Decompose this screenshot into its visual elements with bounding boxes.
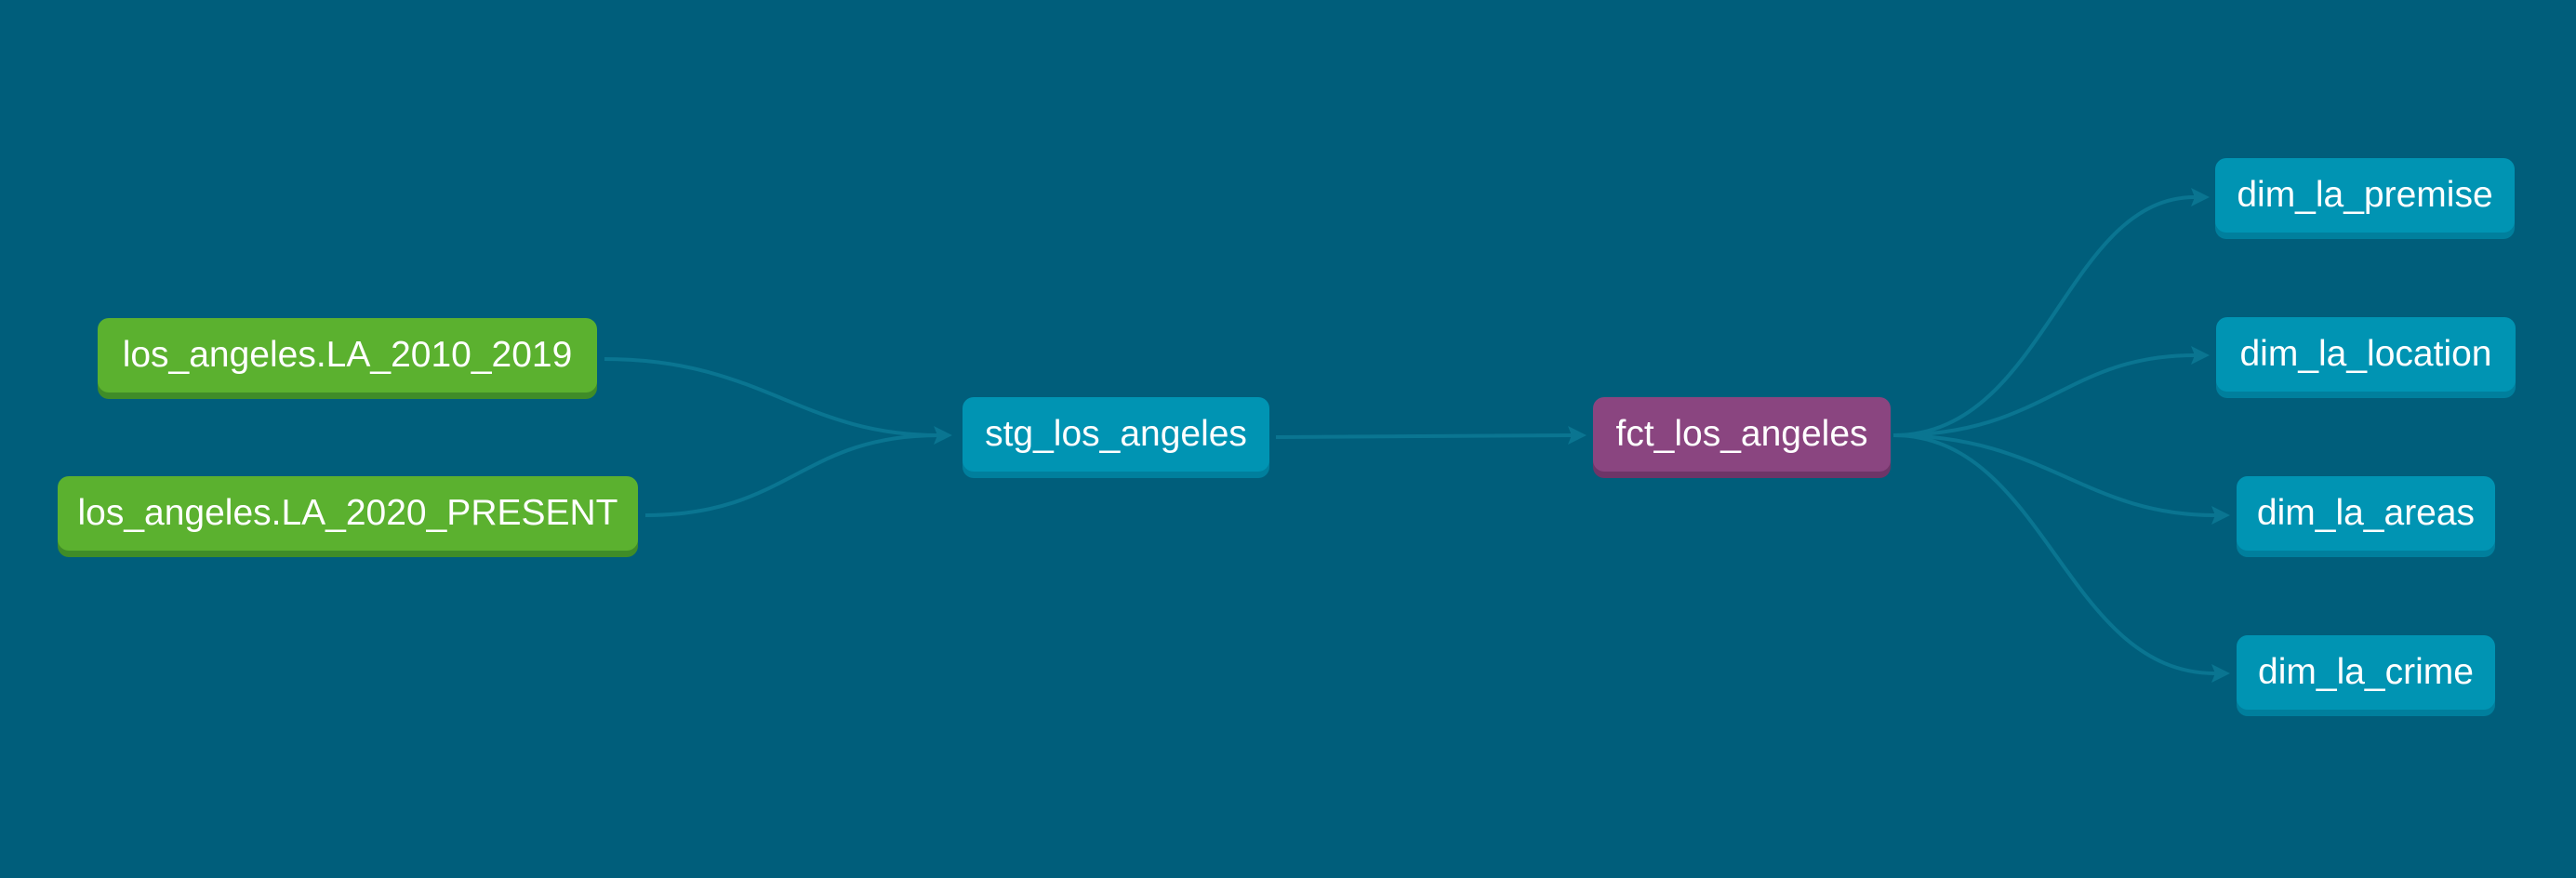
- node-source-la-2010-2019[interactable]: los_angeles.LA_2010_2019: [98, 318, 597, 392]
- node-label: dim_la_premise: [2237, 175, 2493, 215]
- node-dim-la-areas[interactable]: dim_la_areas: [2237, 476, 2495, 551]
- node-label: los_angeles.LA_2020_PRESENT: [77, 493, 618, 533]
- edge-fct-to-dim-crime: [1892, 433, 2216, 675]
- arrow-head-icon: [2191, 346, 2210, 365]
- arrow-head-icon: [2211, 506, 2230, 525]
- node-label: dim_la_areas: [2256, 493, 2476, 533]
- node-stg-los-angeles[interactable]: stg_los_angeles: [963, 397, 1269, 472]
- node-label: los_angeles.LA_2010_2019: [122, 335, 573, 375]
- edge-src-2020-to-stg: [644, 433, 940, 517]
- arrow-head-icon: [934, 426, 952, 445]
- node-fct-los-angeles[interactable]: fct_los_angeles: [1593, 397, 1891, 472]
- edge-stg-to-fct: [1275, 433, 1573, 439]
- node-dim-la-location[interactable]: dim_la_location: [2216, 317, 2516, 392]
- node-label: dim_la_crime: [2258, 652, 2474, 692]
- node-dim-la-premise[interactable]: dim_la_premise: [2215, 158, 2515, 233]
- arrow-head-icon: [2191, 188, 2210, 206]
- edge-src-2010-to-stg: [604, 357, 940, 437]
- edge-fct-to-dim-location: [1892, 353, 2196, 437]
- arrow-head-icon: [2211, 664, 2230, 683]
- node-dim-la-crime[interactable]: dim_la_crime: [2237, 635, 2495, 710]
- edge-fct-to-dim-premise: [1892, 195, 2196, 437]
- edge-fct-to-dim-areas: [1892, 433, 2216, 517]
- node-label: fct_los_angeles: [1615, 414, 1868, 454]
- node-label: dim_la_location: [2239, 334, 2492, 374]
- arrow-head-icon: [1568, 426, 1587, 445]
- node-source-la-2020-present[interactable]: los_angeles.LA_2020_PRESENT: [58, 476, 638, 551]
- node-label: stg_los_angeles: [985, 414, 1247, 454]
